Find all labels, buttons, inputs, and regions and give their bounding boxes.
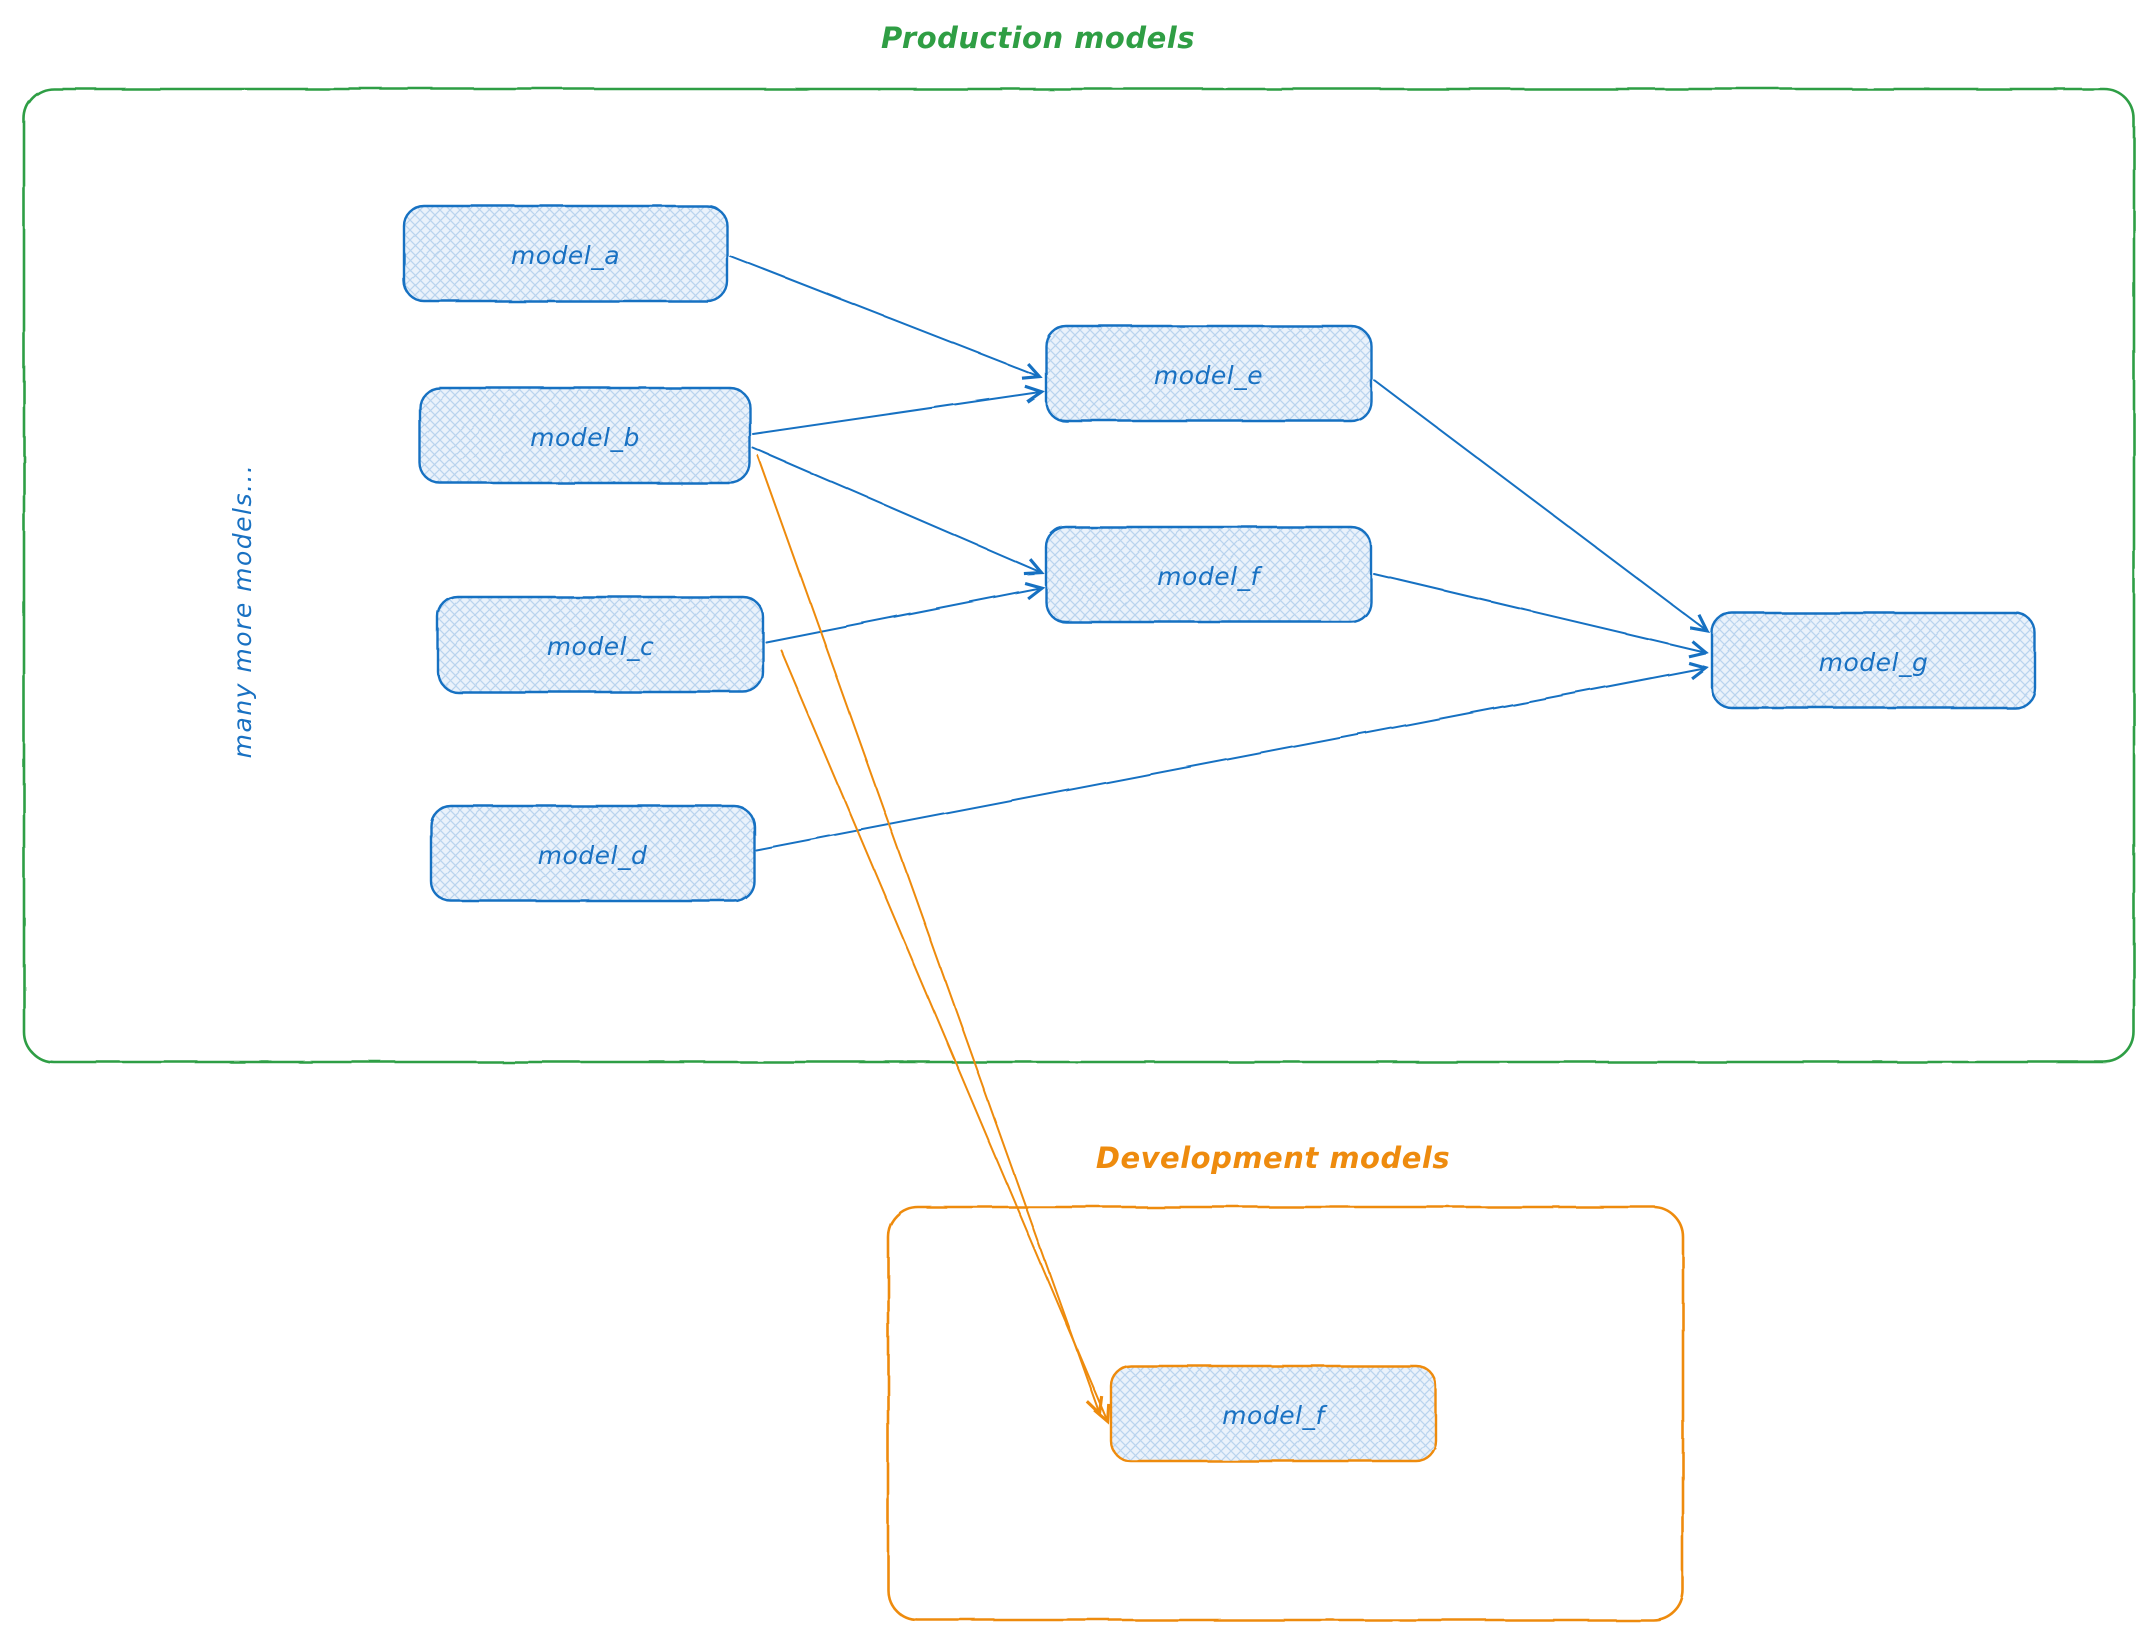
development-models-title: Development models [1096,1141,1450,1175]
edge-model_a-to-model_e [729,255,1038,376]
edge-model_e-to-model_g [1373,379,1706,630]
production-models-title: Production models [881,21,1195,55]
node-label-model_f_dev: model_f [1222,1401,1327,1430]
edge-model_c-to-model_f [765,588,1040,643]
edges-layer [729,255,1706,1420]
node-label-model_a: model_a [511,241,620,270]
node-model_f_dev [1109,1364,1438,1463]
node-label-model_c: model_c [547,632,655,661]
node-model_b [418,386,752,485]
node-label-model_g: model_g [1819,648,1929,677]
node-model_e [1044,324,1373,423]
node-label-model_d: model_d [538,841,648,870]
edge-model_b-to-model_f_dev [757,455,1099,1412]
production-models-container [22,87,2136,1064]
node-model_g [1710,611,2037,710]
node-model_d [429,804,756,903]
edge-model_b-to-model_f [752,447,1040,572]
development-models-container [886,1205,1685,1622]
edge-model_f-to-model_g [1373,573,1704,652]
node-model_a [402,204,729,303]
edge-model_c-to-model_f_dev [780,649,1107,1420]
many-more-models-label: many more models... [228,464,257,759]
node-label-model_f: model_f [1157,562,1262,591]
node-label-model_b: model_b [530,423,640,452]
node-model_f [1044,525,1373,624]
edge-model_b-to-model_e [752,392,1040,435]
node-model_c [436,595,765,694]
node-label-model_e: model_e [1154,361,1263,390]
shapes-layer [22,87,2136,1622]
edge-model_d-to-model_g [755,668,1704,851]
